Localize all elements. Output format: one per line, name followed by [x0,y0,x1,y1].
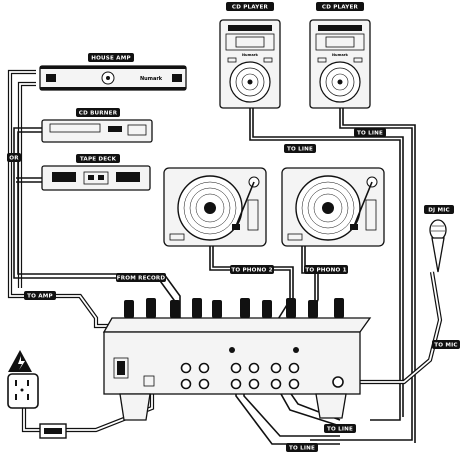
svg-text:TO LINE: TO LINE [327,427,353,433]
microphone-icon [429,219,447,273]
amp-brand: Numark [140,76,163,82]
svg-text:TO LINE: TO LINE [357,131,383,137]
label-to-line-right: TO LINE [354,128,386,137]
warning-lightning-icon [8,350,32,372]
label-house-amp: HOUSE AMP [88,53,134,62]
label-cd-player-1: CD PLAYER [226,2,274,11]
svg-text:TO LINE: TO LINE [289,446,315,452]
mixer-rca-jacks [180,347,344,390]
mixer-knobs [124,298,344,318]
svg-text:TO AMP: TO AMP [27,294,53,300]
svg-text:TAPE DECK: TAPE DECK [80,157,117,163]
svg-text:CD BURNER: CD BURNER [79,111,118,117]
label-to-line-bottom-2: TO LINE [286,443,318,452]
house-amp: Numark [39,65,187,91]
label-cd-burner: CD BURNER [76,108,120,117]
svg-text:DJ MIC: DJ MIC [428,208,450,214]
label-cd-player-2: CD PLAYER [316,2,364,11]
power-outlet-icon [7,373,39,409]
svg-text:TO MIC: TO MIC [434,343,457,349]
tape-deck [41,165,151,191]
svg-text:TO PHONO 2: TO PHONO 2 [231,268,272,274]
label-to-line-top: TO LINE [284,144,316,153]
power-plug-icon [39,423,67,439]
cd-brand-1: Numark [242,53,259,57]
label-from-record: FROM RECORD [116,273,166,282]
svg-text:CD PLAYER: CD PLAYER [232,5,269,11]
svg-text:HOUSE AMP: HOUSE AMP [91,56,131,62]
svg-text:TO LINE: TO LINE [287,147,313,153]
svg-text:OR: OR [9,156,19,162]
label-dj-mic: DJ MIC [424,205,454,214]
turntable-2 [163,167,267,247]
label-tape-deck: TAPE DECK [76,154,120,163]
label-to-phono-2: TO PHONO 2 [230,265,274,274]
svg-text:TO PHONO 1: TO PHONO 1 [305,268,346,274]
svg-text:FROM RECORD: FROM RECORD [117,276,166,282]
mixer [102,298,372,421]
svg-text:CD PLAYER: CD PLAYER [322,5,359,11]
label-or: OR [7,153,21,162]
label-to-amp: TO AMP [24,291,56,300]
cd-player-2: Numark [309,19,371,109]
cd-burner [41,119,153,143]
label-to-mic: TO MIC [432,340,460,349]
label-to-line-bottom-1: TO LINE [324,424,356,433]
cd-brand-2: Numark [332,53,349,57]
turntable-1 [281,167,385,247]
cd-player-1: Numark [219,19,281,109]
label-to-phono-1: TO PHONO 1 [304,265,348,274]
